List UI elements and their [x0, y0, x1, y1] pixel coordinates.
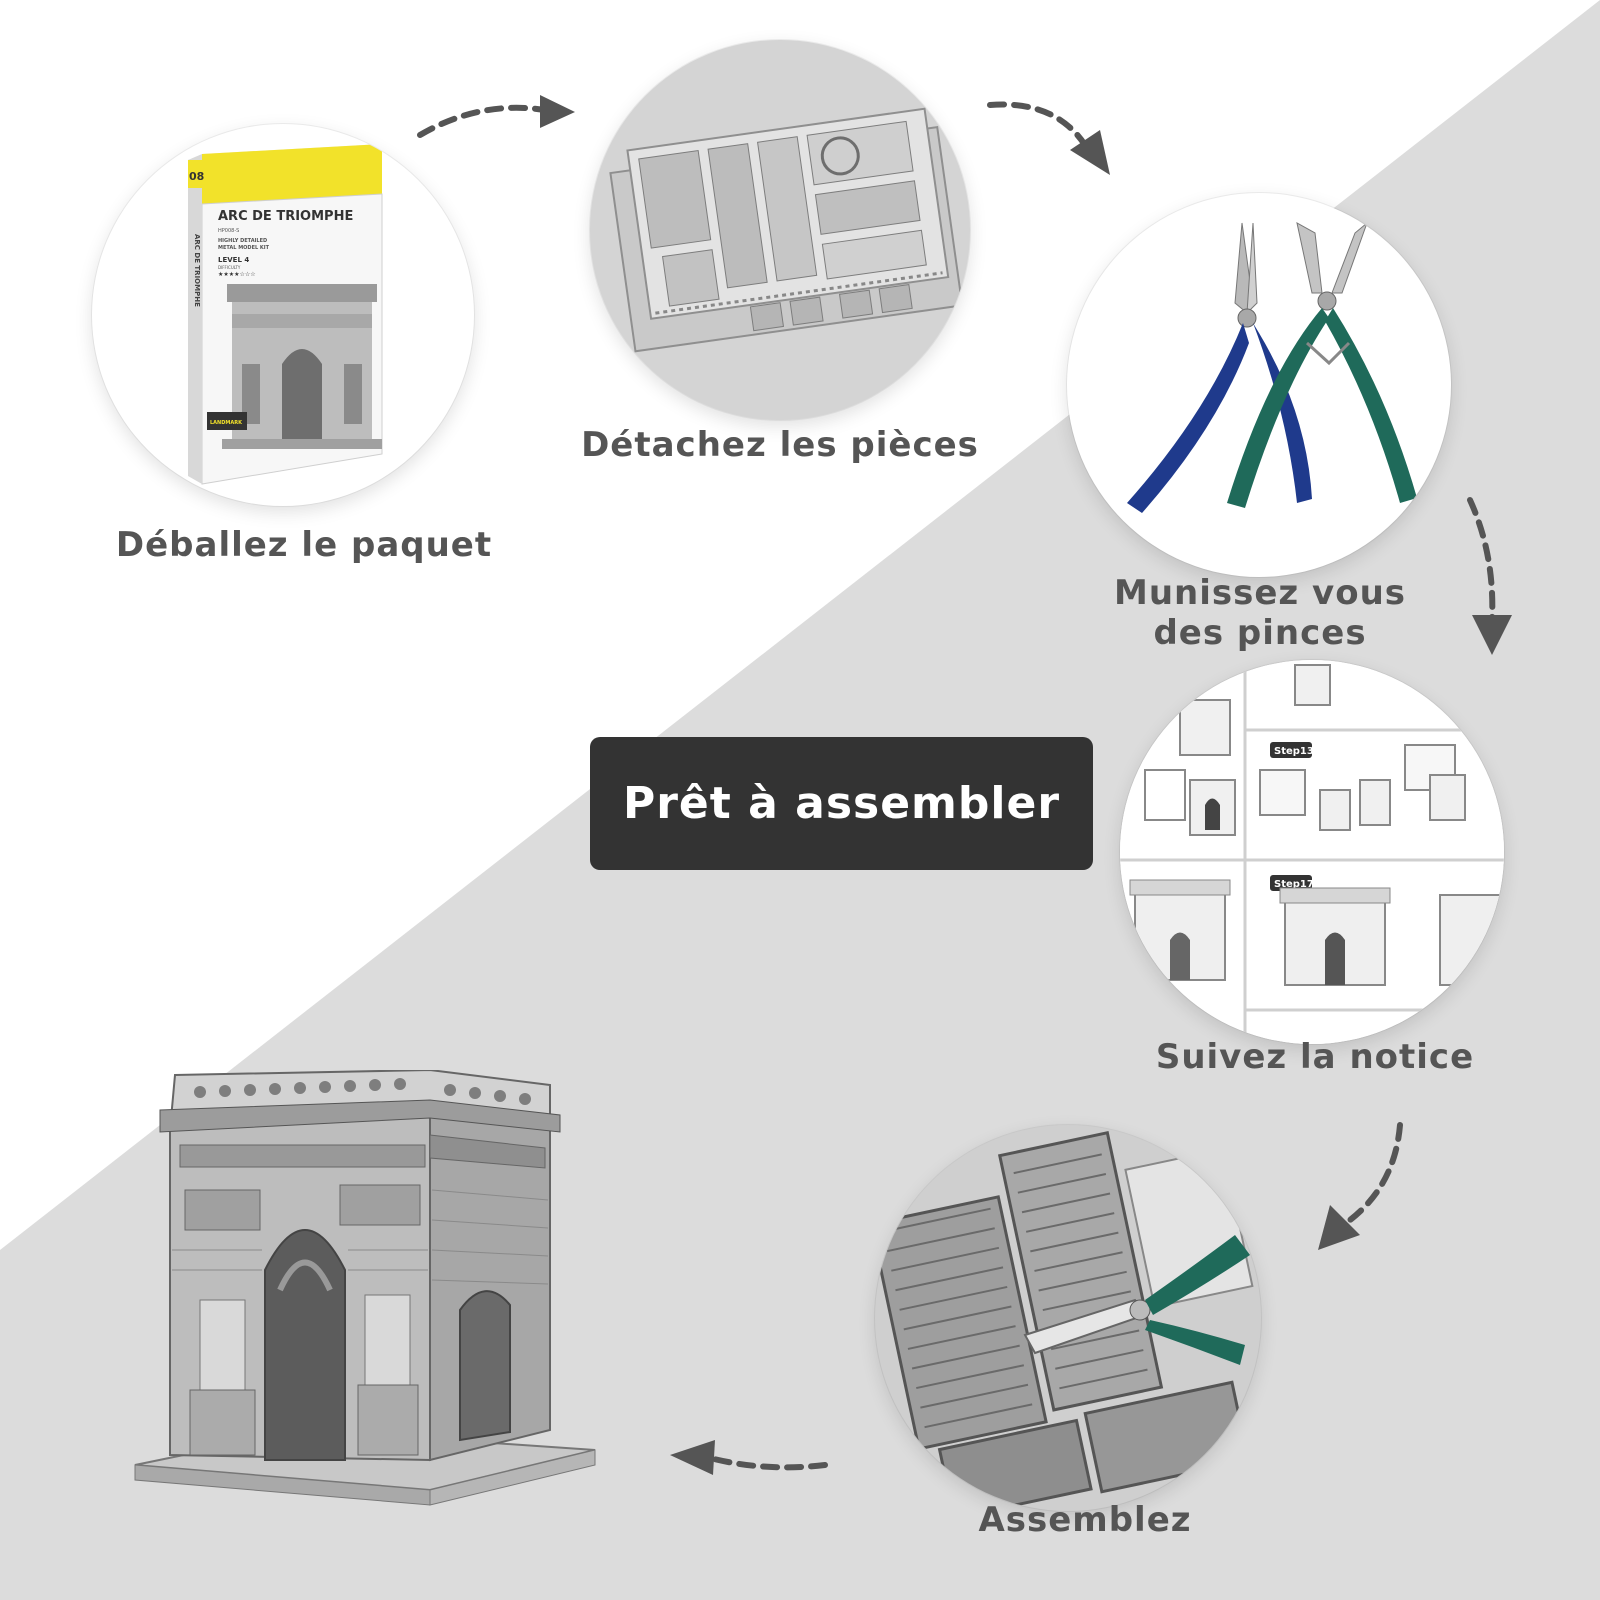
- metal-sheets-image: [609, 107, 964, 353]
- box-title: ARC DE TRIOMPHE: [218, 209, 353, 224]
- step-assemble-circle: [875, 1125, 1261, 1511]
- step-manual-circle: Step13 Step17: [1120, 660, 1504, 1044]
- step-detach-circle: [590, 40, 970, 420]
- box-spine-text: ARC DE TRIOMPHE: [193, 234, 201, 307]
- ready-to-assemble-banner: Prêt à assembler: [590, 737, 1093, 870]
- step-assemble-label: Assemblez: [978, 1500, 1192, 1540]
- instruction-manual-image: Step13 Step17: [1120, 660, 1504, 1044]
- step-pliers-circle: [1067, 193, 1451, 577]
- pliers-icon: [1127, 221, 1417, 513]
- step-manual-label: Suivez la notice: [1155, 1037, 1475, 1077]
- box-level: LEVEL 4: [218, 256, 249, 264]
- dashed-arrow-icon: [987, 101, 1110, 175]
- dashed-arrow-icon: [417, 95, 575, 138]
- box-code: HP008-S: [218, 228, 239, 234]
- box-series: LANDMARK: [210, 420, 243, 426]
- step-pliers-label-line1: Munissez vous: [1113, 573, 1407, 613]
- box-difficulty: DIFFICULTY: [218, 265, 241, 270]
- step-detach-label: Détachez les pièces: [581, 425, 979, 465]
- manual-step-a: Step13: [1274, 746, 1314, 757]
- box-number: 08: [189, 170, 204, 183]
- finished-arc-model-image: [134, 1070, 596, 1506]
- step-unbox-circle: 08 ARC DE TRIOMPHE HP008-S HIGHLY DETAIL…: [92, 124, 474, 506]
- kit-box-image: 08 ARC DE TRIOMPHE HP008-S HIGHLY DETAIL…: [188, 144, 383, 485]
- dashed-arrow-icon: [1467, 497, 1512, 655]
- step-pliers-label-line2: des pinces: [1153, 613, 1367, 653]
- dashed-arrow-icon: [1318, 1122, 1403, 1250]
- box-subtitle-1: HIGHLY DETAILED: [218, 238, 267, 244]
- step-unbox-label: Déballez le paquet: [115, 525, 493, 565]
- manual-step-b: Step17: [1274, 879, 1314, 890]
- assembly-closeup-image: [875, 1130, 1254, 1511]
- box-arc-image: [222, 284, 382, 449]
- box-subtitle-2: METAL MODEL KIT: [218, 245, 270, 251]
- box-stars: ★★★★☆☆☆: [218, 271, 256, 278]
- dashed-arrow-icon: [670, 1440, 828, 1475]
